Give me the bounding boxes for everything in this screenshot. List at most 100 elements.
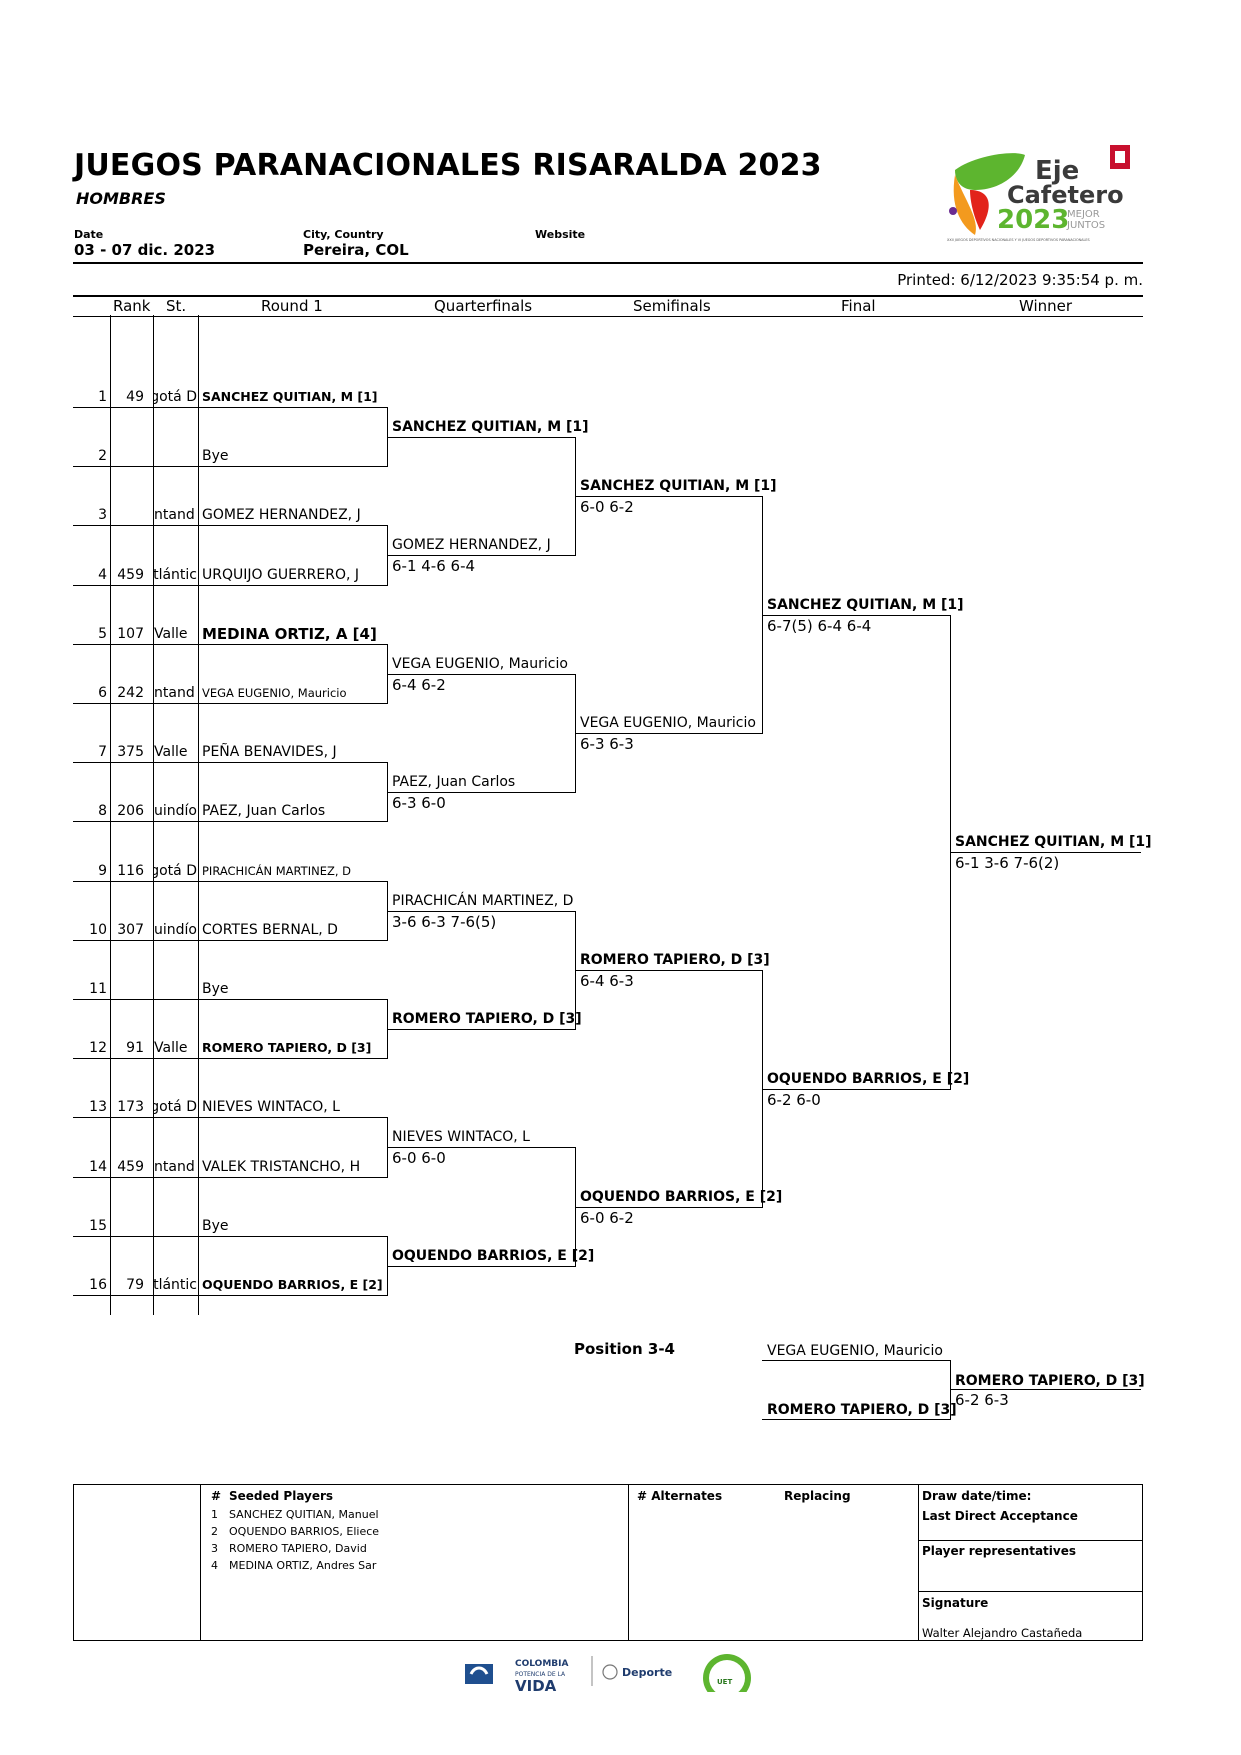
player-state bbox=[154, 1217, 197, 1235]
player-name: OQUENDO BARRIOS, E [2] bbox=[202, 1277, 383, 1292]
sponsor-colombia3: VIDA bbox=[515, 1677, 557, 1692]
bracket-connector bbox=[762, 970, 763, 1207]
sponsor-colombia2: POTENCIA DE LA bbox=[515, 1671, 566, 1678]
row-line bbox=[73, 1236, 388, 1237]
player-rank bbox=[112, 506, 144, 524]
player-rank: 459 bbox=[117, 1159, 144, 1175]
quarterfinal-player: OQUENDO BARRIOS, E [2] bbox=[392, 1248, 595, 1264]
player-representatives-label: Player representatives bbox=[922, 1544, 1077, 1558]
row-line bbox=[73, 1177, 388, 1178]
col-rank: Rank bbox=[113, 297, 151, 315]
draw-position: 2 bbox=[98, 448, 107, 464]
player-rank: 242 bbox=[117, 685, 144, 701]
draw-position: 9 bbox=[98, 863, 107, 879]
draw-position: 8 bbox=[98, 803, 107, 819]
draw-position: 11 bbox=[89, 981, 107, 997]
semifinal-score: 6-0 6-2 bbox=[580, 1209, 634, 1227]
player-state: Valle bbox=[154, 744, 188, 760]
row-line bbox=[73, 821, 388, 822]
city-label: City, Country bbox=[303, 228, 384, 241]
row-line bbox=[73, 1295, 388, 1296]
draw-position: 4 bbox=[98, 567, 107, 583]
col-semifinals: Semifinals bbox=[633, 297, 711, 315]
footer-table bbox=[73, 1484, 1143, 1641]
table-divider bbox=[918, 1484, 919, 1641]
player-rank: 79 bbox=[126, 1277, 144, 1293]
draw-category: HOMBRES bbox=[76, 189, 166, 208]
seed-number: 1 bbox=[211, 1508, 218, 1521]
seed-number: 4 bbox=[211, 1559, 218, 1572]
draw-position: 12 bbox=[89, 1040, 107, 1056]
seed-player: MEDINA ORTIZ, Andres Sar bbox=[229, 1559, 377, 1572]
player-rank: 49 bbox=[126, 389, 144, 405]
col-final: Final bbox=[841, 297, 876, 315]
row-line bbox=[73, 1117, 388, 1118]
player-name: Bye bbox=[202, 1218, 229, 1234]
bracket-line bbox=[762, 615, 951, 616]
table-divider bbox=[628, 1484, 629, 1641]
position34-label: Position 3-4 bbox=[574, 1340, 675, 1358]
bracket-line bbox=[950, 1389, 1141, 1390]
row-line bbox=[73, 703, 388, 704]
bracket-line bbox=[387, 792, 576, 793]
bracket-connector bbox=[575, 1147, 576, 1266]
row-line bbox=[73, 762, 388, 763]
player-name: Bye bbox=[202, 448, 229, 464]
winner-score: 6-1 3-6 7-6(2) bbox=[955, 854, 1060, 872]
final-player: SANCHEZ QUITIAN, M [1] bbox=[767, 597, 964, 613]
seed-player: ROMERO TAPIERO, David bbox=[229, 1542, 367, 1555]
bracket-connector bbox=[387, 644, 388, 703]
semifinal-player: SANCHEZ QUITIAN, M [1] bbox=[580, 478, 777, 494]
quarterfinal-player: SANCHEZ QUITIAN, M [1] bbox=[392, 419, 589, 435]
seed-number: 2 bbox=[211, 1525, 218, 1538]
player-rank: 206 bbox=[117, 803, 144, 819]
player-state: gotá D bbox=[154, 1099, 197, 1115]
row-line bbox=[73, 881, 388, 882]
draw-position: 3 bbox=[98, 507, 107, 523]
semifinal-player: ROMERO TAPIERO, D [3] bbox=[580, 952, 770, 968]
table-divider bbox=[918, 1540, 1143, 1541]
quarterfinal-player: GOMEZ HERNANDEZ, J bbox=[392, 537, 551, 553]
logo-small: XXII JUEGOS DEPORTIVOS NACIONALES Y VI J… bbox=[947, 238, 1090, 242]
row-line bbox=[73, 999, 388, 1000]
column-header-row bbox=[73, 295, 1143, 317]
player-rank: 307 bbox=[117, 922, 144, 938]
quarterfinal-player: NIEVES WINTACO, L bbox=[392, 1129, 530, 1145]
winner-player: SANCHEZ QUITIAN, M [1] bbox=[955, 834, 1152, 850]
logo-line2: Cafetero bbox=[1007, 181, 1124, 209]
bracket-connector bbox=[387, 762, 388, 821]
player-name: PIRACHICÁN MARTINEZ, D bbox=[202, 864, 352, 878]
player-state: Valle bbox=[154, 1040, 188, 1056]
player-name: Bye bbox=[202, 981, 229, 997]
sponsor-colombia1: COLOMBIA bbox=[515, 1659, 568, 1669]
player-name: PEÑA BENAVIDES, J bbox=[202, 744, 337, 760]
row-line bbox=[73, 407, 388, 408]
quarterfinal-score: 6-0 6-0 bbox=[392, 1149, 446, 1167]
bracket-connector bbox=[762, 496, 763, 733]
quarterfinal-score: 6-1 4-6 6-4 bbox=[392, 557, 476, 575]
seeded-hash: # bbox=[211, 1489, 222, 1503]
player-rank bbox=[112, 447, 144, 465]
player-state: ntand bbox=[154, 1159, 195, 1175]
quarterfinal-player: ROMERO TAPIERO, D [3] bbox=[392, 1011, 582, 1027]
draw-position: 16 bbox=[89, 1277, 107, 1293]
quarterfinal-score: 3-6 6-3 7-6(5) bbox=[392, 913, 497, 931]
draw-position: 5 bbox=[98, 626, 107, 642]
row-line bbox=[73, 585, 388, 586]
col-round1: Round 1 bbox=[261, 297, 323, 315]
row-line bbox=[73, 644, 388, 645]
bracket-line bbox=[950, 852, 1141, 853]
quarterfinal-score: 6-4 6-2 bbox=[392, 676, 446, 694]
grid-line bbox=[110, 315, 111, 1315]
player-rank: 375 bbox=[117, 744, 144, 760]
sponsor-deporte: Deporte bbox=[622, 1666, 672, 1679]
player-state: Quindío bbox=[154, 922, 197, 938]
player-state: gotá D bbox=[154, 389, 197, 405]
player-rank: 91 bbox=[126, 1040, 144, 1056]
player-name: VALEK TRISTANCHO, H bbox=[202, 1159, 361, 1175]
city-value: Pereira, COL bbox=[303, 241, 409, 259]
player-name: SANCHEZ QUITIAN, M [1] bbox=[202, 389, 378, 404]
signer-name: Walter Alejandro Castañeda bbox=[922, 1626, 1083, 1640]
player-state: Valle bbox=[154, 626, 188, 642]
row-line bbox=[73, 466, 388, 467]
